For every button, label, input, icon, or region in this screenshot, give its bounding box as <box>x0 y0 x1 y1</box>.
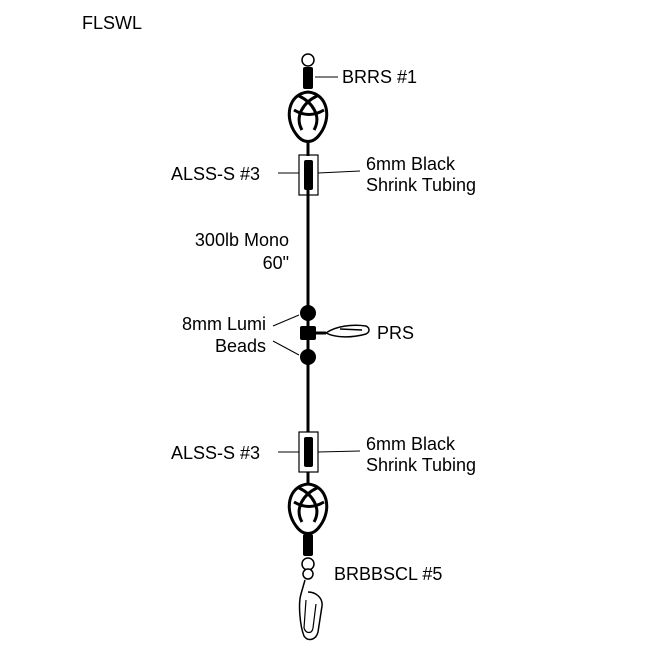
label-swivel-top: BRRS #1 <box>342 67 418 87</box>
diagram-title: FLSWL <box>82 13 143 33</box>
snap-clip-inner <box>303 599 317 634</box>
swivel-ring-bottom-2 <box>302 568 314 580</box>
label-prs: PRS <box>377 323 415 343</box>
bead-top <box>300 305 316 321</box>
loop-top <box>287 90 329 156</box>
leader-bead-bottom <box>272 340 300 356</box>
label-beads-2: Beads <box>214 336 266 356</box>
label-tubing-bottom-1: 6mm Black <box>366 434 456 454</box>
label-tubing-top-2: Shrink Tubing <box>366 175 477 195</box>
label-tubing-bottom-2: Shrink Tubing <box>366 455 477 475</box>
swivel-ring-top <box>301 53 315 67</box>
shrink-tubing-top <box>304 160 313 190</box>
sleeve-outline-top <box>298 154 319 196</box>
label-beads-1: 8mm Lumi <box>181 314 266 334</box>
label-snap-bottom: BRBBSCL #5 <box>334 564 443 584</box>
loop-bottom <box>287 472 329 535</box>
label-mono-2: 60" <box>262 253 289 273</box>
leader-bead-top <box>272 314 300 327</box>
shrink-tubing-bottom <box>304 437 313 467</box>
label-sleeve-bottom: ALSS-S #3 <box>171 443 261 463</box>
swivel-body-mid <box>300 326 316 340</box>
bead-bottom <box>300 349 316 365</box>
snap-clip <box>298 579 323 641</box>
leader-tubing-top <box>317 170 361 174</box>
label-mono-1: 300lb Mono <box>194 230 289 250</box>
label-sleeve-top: ALSS-S #3 <box>171 164 261 184</box>
leader-tubing-bottom <box>317 450 361 453</box>
prs-swivel <box>316 324 370 338</box>
swivel-body-top <box>303 67 313 89</box>
swivel-body-bottom <box>303 534 313 556</box>
swivel-ring-bottom <box>301 557 315 571</box>
label-tubing-top-1: 6mm Black <box>366 154 456 174</box>
